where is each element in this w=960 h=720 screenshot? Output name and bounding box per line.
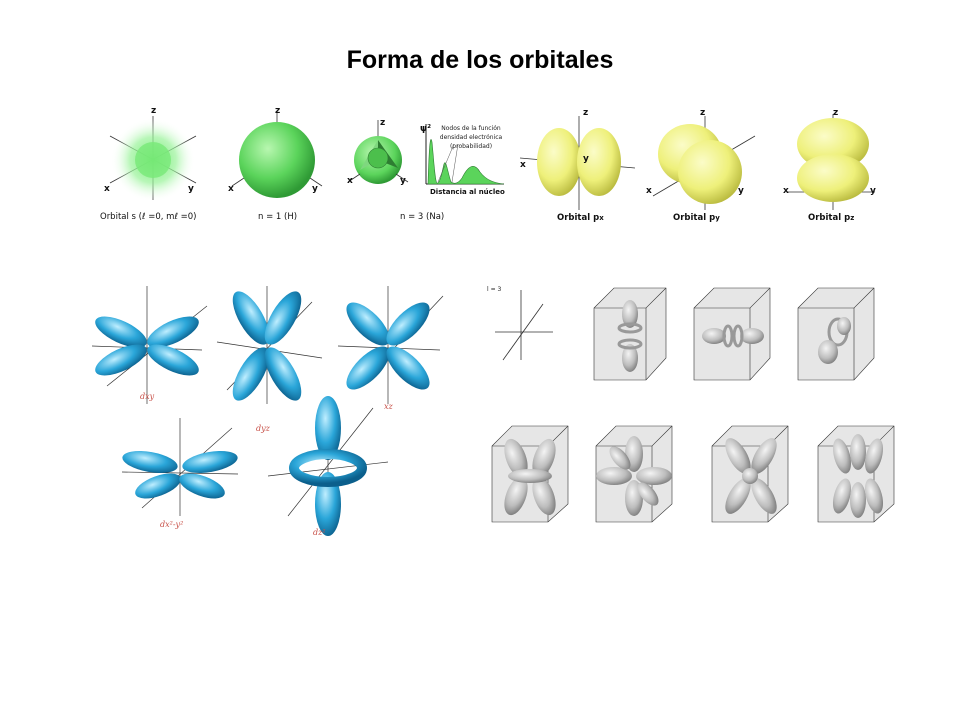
- axis-label-z: z: [833, 108, 839, 118]
- axis-label-x: x: [347, 176, 353, 186]
- p-orbitals-diagram: [519, 114, 875, 210]
- s-orbital-caption: Orbital s (ℓ =0, mℓ =0): [100, 212, 197, 222]
- f-box-6: [711, 425, 789, 523]
- axis-label-z: z: [700, 108, 706, 118]
- radial-probability-graph: [425, 124, 505, 185]
- axis-label-y: y: [583, 154, 589, 164]
- dxy-label: dxy: [140, 392, 155, 401]
- distance-axis-label: Distancia al núcleo: [430, 188, 505, 196]
- dz2-label: dz²: [313, 528, 326, 537]
- s-orbital-cloud-diagram: [109, 116, 197, 202]
- axis-label-x: x: [520, 160, 526, 170]
- px-caption: Orbital px: [557, 213, 604, 223]
- dx2-y2-label: dx²-y²: [160, 520, 184, 529]
- d-orbitals-diagram: [91, 286, 444, 536]
- axis-label-y: y: [870, 186, 876, 196]
- axis-label-x: x: [104, 184, 110, 194]
- nodes-note: Nodos de la función densidad electrónica…: [439, 125, 503, 150]
- f-box-7: [817, 425, 895, 523]
- dyz-label: dyz: [256, 424, 270, 433]
- s-orbital-n1-sphere: [231, 113, 323, 198]
- s-orbital-n3-cutaway: [347, 120, 409, 184]
- axis-label-x: x: [646, 186, 652, 196]
- axis-label-x: x: [228, 184, 234, 194]
- f-box-2: [693, 287, 771, 381]
- f-box-5: [595, 425, 673, 523]
- axis-label-z: z: [151, 106, 157, 116]
- dxy-orbital: [91, 286, 208, 404]
- n3-caption: n = 3 (Na): [400, 212, 445, 222]
- n1-caption: n = 1 (H): [258, 212, 298, 222]
- axis-label-y: y: [738, 186, 744, 196]
- axis-label-y: y: [188, 184, 194, 194]
- dxz-label: xz: [384, 402, 393, 411]
- axis-label-z: z: [583, 108, 589, 118]
- axis-label-x: x: [783, 186, 789, 196]
- f-box-3: [797, 287, 875, 381]
- dxz-orbital: [337, 286, 444, 404]
- pz-caption: Orbital pz: [808, 213, 855, 223]
- axis-label-z: z: [275, 106, 281, 116]
- page-title: Forma de los orbitales: [346, 46, 614, 74]
- axis-label-z: z: [380, 118, 386, 128]
- psi-squared-label: ψ²: [420, 124, 432, 134]
- f-box-4: [491, 425, 569, 523]
- py-orbital: [652, 116, 756, 210]
- pz-orbital: [787, 114, 875, 210]
- dz2-orbital: [267, 396, 389, 536]
- f-orbital-boxes: [491, 287, 895, 523]
- l-value-label: l = 3: [487, 286, 502, 293]
- dyz-orbital: [216, 286, 323, 404]
- px-orbital: [519, 116, 636, 210]
- f-orbital-axes: [495, 290, 553, 361]
- f-box-1: [593, 287, 667, 381]
- axis-label-y: y: [400, 176, 406, 186]
- axis-label-y: y: [312, 184, 318, 194]
- dx2-y2-orbital: [121, 418, 239, 516]
- py-caption: Orbital py: [673, 213, 720, 223]
